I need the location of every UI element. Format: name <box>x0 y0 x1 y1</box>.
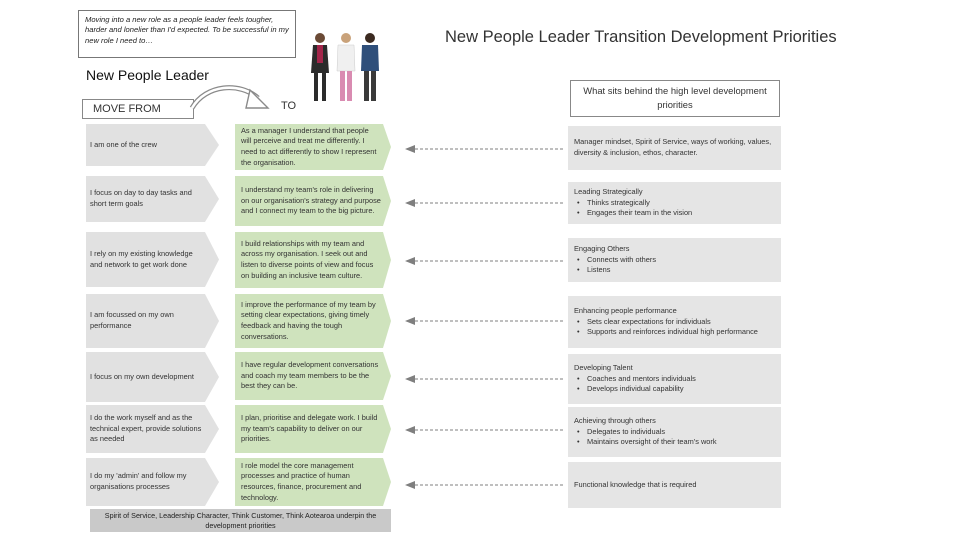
behind-cell: Manager mindset, Spirit of Service, ways… <box>568 126 781 170</box>
behind-cell: Developing Talent Coaches and mentors in… <box>568 354 781 404</box>
move-from-cell: I focus on day to day tasks and short te… <box>86 176 219 222</box>
move-from-label: MOVE FROM <box>82 99 194 119</box>
section-title: New People Leader <box>86 67 209 83</box>
dashed-arrow-icon <box>405 145 565 153</box>
behind-item: Listens <box>574 265 775 276</box>
behind-item: Supports and reinforces individual high … <box>574 327 775 338</box>
behind-item: Coaches and mentors individuals <box>574 374 775 385</box>
move-from-cell: I do the work myself and as the technica… <box>86 405 219 453</box>
move-from-cell: I focus on my own development <box>86 352 219 402</box>
behind-item: Sets clear expectations for individuals <box>574 317 775 328</box>
move-from-cell: I am focussed on my own performance <box>86 294 219 348</box>
behind-item: Maintains oversight of their team's work <box>574 437 775 448</box>
dashed-arrow-icon <box>405 426 565 434</box>
move-to-cell: As a manager I understand that people wi… <box>235 124 391 170</box>
to-label: TO <box>281 100 297 112</box>
curved-arrow-icon <box>189 85 270 110</box>
dashed-arrow-icon <box>405 481 565 489</box>
people-leaders-illustration <box>311 33 379 101</box>
move-to-cell: I improve the performance of my team by … <box>235 294 391 348</box>
behind-cell: Achieving through others Delegates to in… <box>568 407 781 457</box>
behind-item: Thinks strategically <box>574 198 775 209</box>
behind-cell: Functional knowledge that is required <box>568 462 781 508</box>
behind-cell: Engaging Others Connects with others Lis… <box>568 238 781 282</box>
dashed-arrow-icon <box>405 317 565 325</box>
move-from-cell: I do my 'admin' and follow my organisati… <box>86 458 219 506</box>
move-from-cell: I am one of the crew <box>86 124 219 166</box>
move-to-cell: I build relationships with my team and a… <box>235 232 391 288</box>
dashed-arrow-icon <box>405 199 565 207</box>
behind-cell: Enhancing people performance Sets clear … <box>568 296 781 348</box>
move-to-cell: I understand my team's role in deliverin… <box>235 176 391 226</box>
intro-quote: Moving into a new role as a people leade… <box>78 10 296 58</box>
move-from-cell: I rely on my existing knowledge and netw… <box>86 232 219 287</box>
behind-header: What sits behind the high level developm… <box>570 80 780 117</box>
behind-item: Develops individual capability <box>574 384 775 395</box>
move-to-cell: I have regular development conversations… <box>235 352 391 400</box>
move-to-cell: I role model the core management process… <box>235 458 391 506</box>
behind-item: Engages their team in the vision <box>574 208 775 219</box>
behind-cell: Leading Strategically Thinks strategical… <box>568 182 781 224</box>
page-title: New People Leader Transition Development… <box>445 28 837 46</box>
dashed-arrow-icon <box>405 257 565 265</box>
dashed-arrow-icon <box>405 375 565 383</box>
behind-item: Delegates to individuals <box>574 427 775 438</box>
move-to-cell: I plan, prioritise and delegate work. I … <box>235 405 391 453</box>
footer-note: Spirit of Service, Leadership Character,… <box>90 509 391 532</box>
behind-item: Connects with others <box>574 255 775 266</box>
